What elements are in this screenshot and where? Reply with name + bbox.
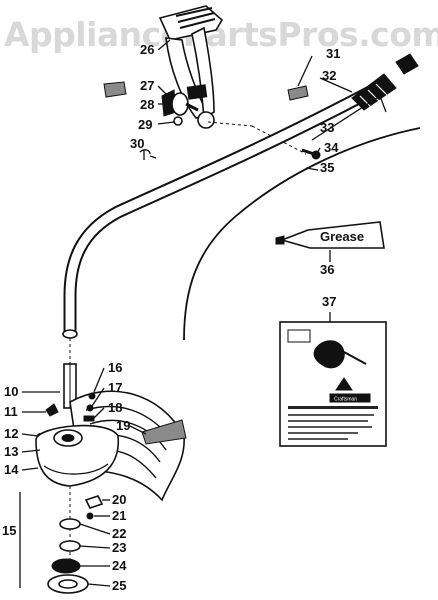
callout-35: 35 (320, 160, 334, 175)
owners-manual: Craftsman (279, 321, 387, 447)
callout-16: 16 (108, 360, 122, 375)
grease-label: Grease (320, 229, 364, 244)
manual-brand: Craftsman (334, 397, 357, 403)
manual-brand-bar (329, 393, 371, 403)
callout-13: 13 (4, 444, 18, 459)
callout-12: 12 (4, 426, 18, 441)
handle-assembly (103, 5, 224, 160)
handle-clamp-ring (197, 111, 215, 129)
leader-lines (19, 39, 387, 588)
callout-25: 25 (112, 578, 126, 593)
washer (173, 116, 183, 126)
callout-29: 29 (138, 117, 152, 132)
callout-31: 31 (326, 46, 340, 61)
part-24 (51, 558, 81, 574)
clamp-bolt (301, 148, 321, 160)
wing-knob (161, 89, 199, 117)
callout-37: 37 (322, 294, 336, 309)
drive-cable (183, 127, 421, 341)
assembly-line (207, 121, 253, 127)
handle-clamp-block (186, 84, 208, 100)
callout-labels: 26 27 28 29 30 31 32 33 34 35 36 37 10 1… (2, 42, 340, 593)
part-22 (59, 518, 81, 530)
callout-30: 30 (130, 136, 144, 151)
callout-36: 36 (320, 262, 334, 277)
screw-17 (86, 404, 94, 412)
manual-illustration (313, 340, 345, 369)
nut-18 (83, 415, 95, 422)
grease-tube-body (279, 221, 385, 249)
callout-34: 34 (324, 140, 339, 155)
callout-18: 18 (108, 400, 122, 415)
callout-17: 17 (108, 380, 122, 395)
grip-ribs (175, 7, 216, 29)
trimmer-head-assembly (35, 338, 187, 594)
shaft-end-cap (395, 53, 419, 75)
part-21 (86, 512, 94, 520)
callout-11: 11 (4, 404, 18, 419)
callout-21: 21 (112, 508, 126, 523)
screw-sketch (139, 149, 157, 160)
callout-27: 27 (140, 78, 154, 93)
callout-23: 23 (112, 540, 126, 555)
shaft-clip (287, 85, 309, 101)
part-20 (84, 495, 104, 509)
callout-22: 22 (112, 526, 126, 541)
callout-20: 20 (112, 492, 126, 507)
line-cutter-blade (141, 419, 187, 445)
callout-28: 28 (140, 97, 154, 112)
debris-guard (69, 390, 185, 502)
callout-32: 32 (322, 68, 336, 83)
handle-label-decal (103, 81, 127, 98)
screw-16 (88, 392, 96, 400)
part-23 (59, 540, 81, 552)
callout-24: 24 (112, 558, 127, 573)
callout-15: 15 (2, 523, 16, 538)
callout-10: 10 (4, 384, 18, 399)
shaft-grip-sleeve (351, 73, 397, 111)
callout-26: 26 (140, 42, 154, 57)
guard-ribs (85, 405, 173, 479)
grip-sleeve-ribs (359, 83, 389, 111)
screw-11 (45, 403, 59, 417)
shaft-assembly (62, 53, 419, 339)
callout-33: 33 (320, 120, 334, 135)
callout-14: 14 (4, 462, 19, 477)
grease-tube: Grease (275, 221, 385, 249)
callout-19: 19 (116, 418, 130, 433)
shaft-end (62, 329, 78, 339)
shaft-tube (65, 87, 375, 335)
